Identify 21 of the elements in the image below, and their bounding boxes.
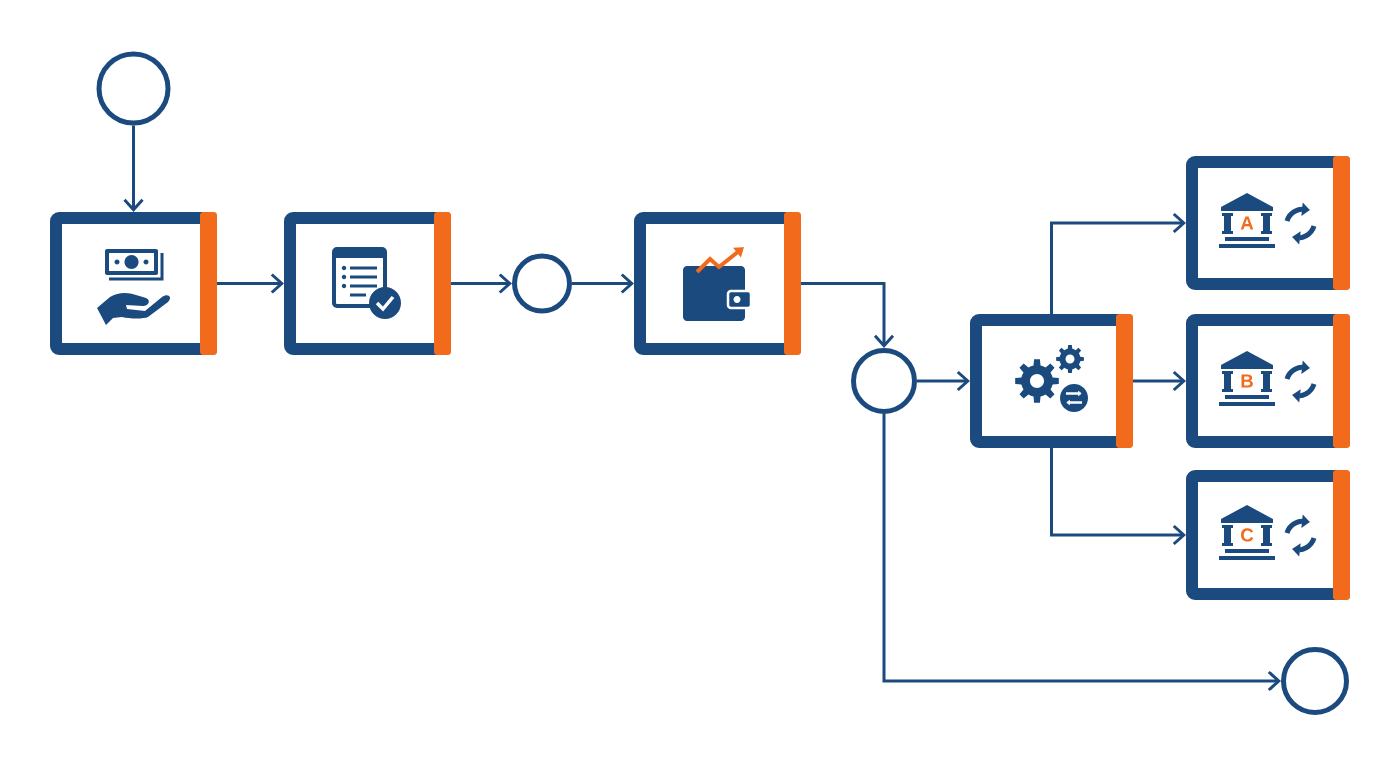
arrow (123, 125, 144, 212)
arrow (917, 370, 970, 392)
event-circle (1281, 647, 1349, 715)
process-box (634, 212, 801, 355)
arrow (1050, 448, 1186, 546)
event-circle (851, 348, 917, 414)
process-box: A (1186, 156, 1350, 290)
arrow (217, 273, 284, 294)
arrow (1050, 212, 1186, 314)
arrow (1133, 370, 1186, 392)
process-box (50, 212, 217, 355)
process-box (284, 212, 451, 355)
arrow (572, 273, 634, 294)
arrow (801, 282, 895, 348)
process-box: C (1186, 470, 1350, 600)
event-circle (512, 253, 572, 314)
arrow (451, 273, 512, 294)
process-box (970, 314, 1133, 448)
arrow (882, 414, 1281, 692)
event-circle (96, 51, 171, 126)
process-box: B (1186, 314, 1350, 448)
